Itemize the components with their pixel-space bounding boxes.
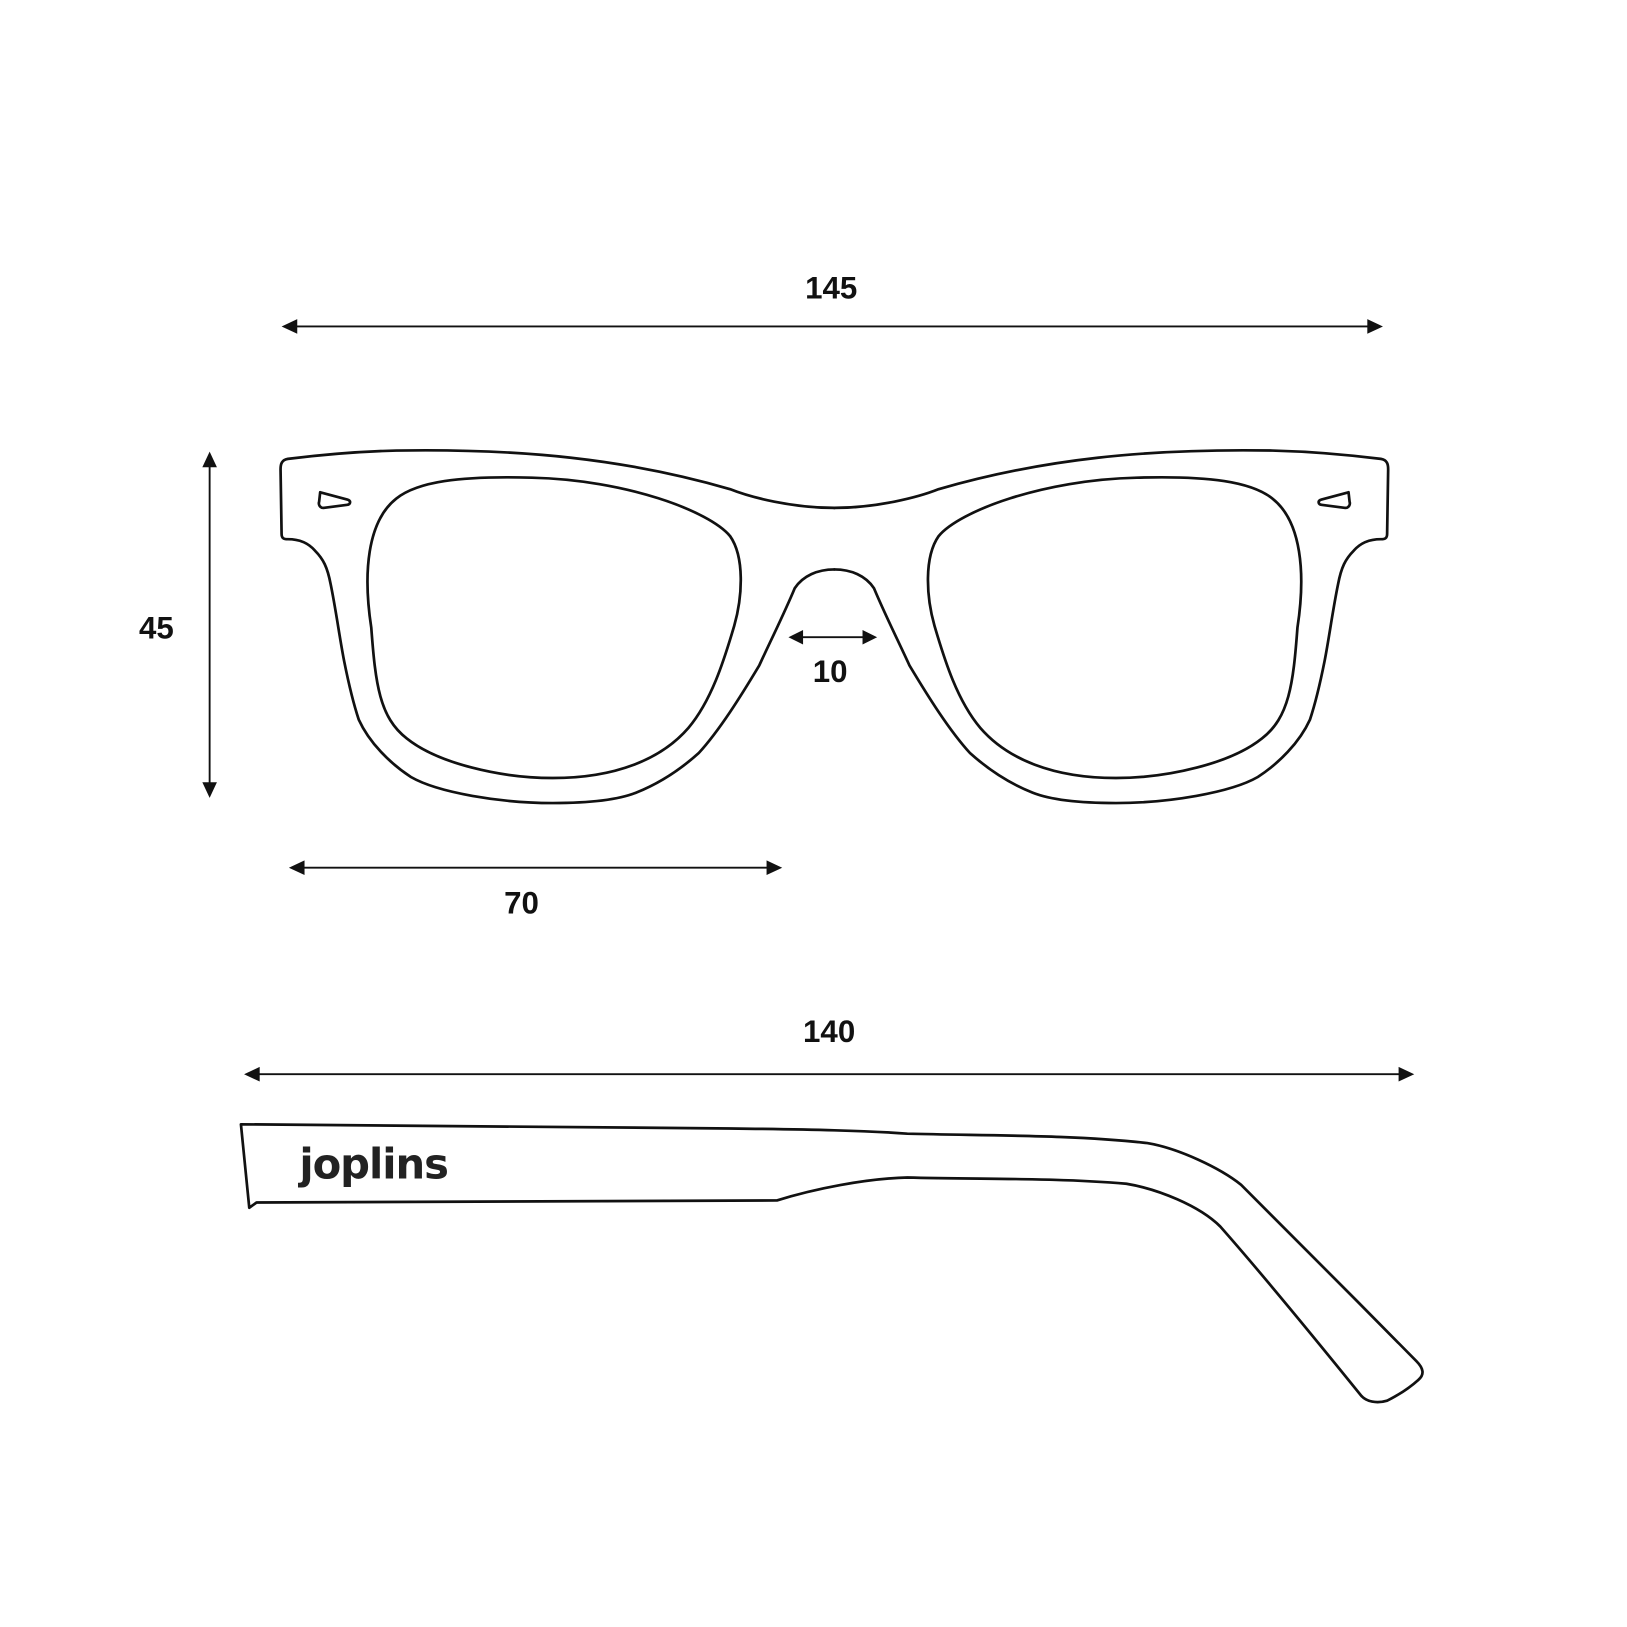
- frame-left-half: [279, 448, 836, 805]
- bridge-label: 10: [813, 654, 848, 689]
- temple-arm: joplins: [239, 1122, 1424, 1404]
- height-label: 45: [139, 610, 174, 645]
- bridge-dimension: 10: [788, 629, 878, 689]
- total-width-dimension: 145: [281, 270, 1383, 334]
- temple-length-label: 140: [803, 1014, 855, 1049]
- brand-logo: joplins: [297, 1140, 448, 1189]
- temple-length-dimension: 140: [244, 1014, 1415, 1082]
- lens-width-dimension: 70: [288, 860, 783, 921]
- height-dimension: 45: [139, 451, 217, 798]
- total-width-label: 145: [805, 270, 857, 305]
- frame-front: [279, 448, 1390, 805]
- lens-width-label: 70: [504, 886, 539, 921]
- frame-right-half: [833, 448, 1390, 805]
